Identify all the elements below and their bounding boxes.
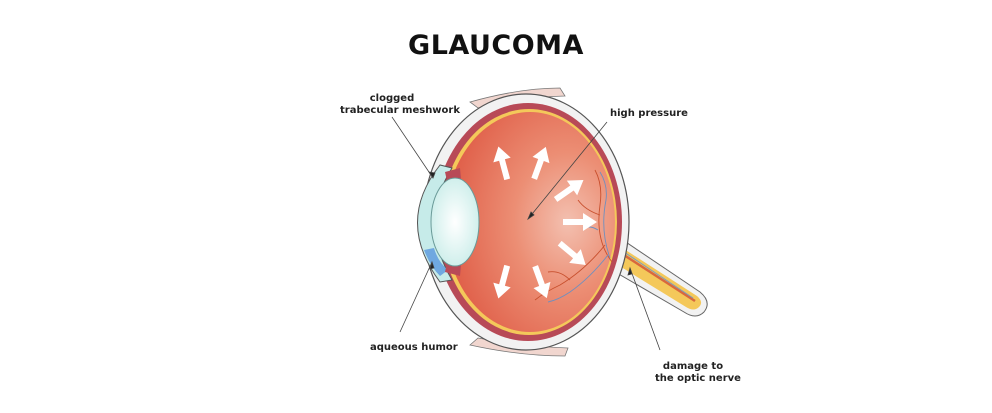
label-trabecular-meshwork: clogged trabecular meshwork [340,93,460,116]
arrow-icon [493,264,511,299]
label-high-pressure: high pressure [610,108,688,119]
blood-vessels [534,169,613,303]
arrow-icon [553,179,584,202]
arrow-icon [532,265,551,299]
arrow-icon [563,213,597,231]
leader-lines [391,116,661,351]
aqueous-humor [424,248,448,276]
label-optic-nerve-damage: damage to the optic nerve [655,361,741,384]
arrow-icon [557,240,586,265]
diagram-title: GLAUCOMA [408,30,584,61]
arrow-icon [531,146,550,180]
pressure-arrows [493,146,597,299]
arrow-icon [493,146,511,181]
lens [430,177,480,267]
label-aqueous-humor: aqueous humor [370,342,458,353]
